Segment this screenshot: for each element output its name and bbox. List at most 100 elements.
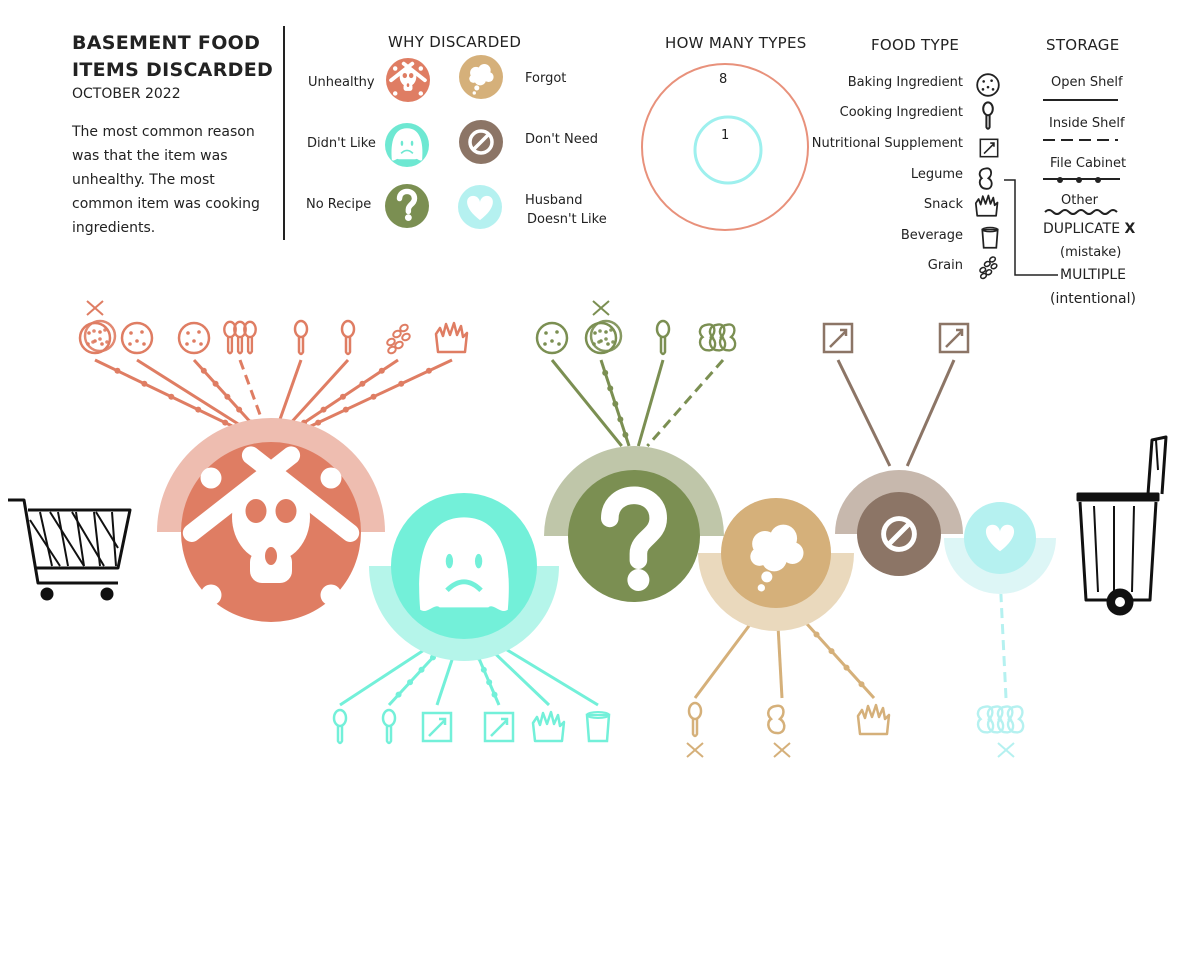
storage-dot — [339, 393, 346, 400]
storage-line-wavy — [1044, 209, 1118, 215]
food-label-snack: Snack — [923, 197, 963, 212]
food-item-supplement — [938, 322, 970, 354]
food-item-supplement — [822, 322, 854, 354]
cookie-icon — [976, 73, 1000, 97]
food-item-cookie — [78, 300, 117, 355]
food-item-snack — [434, 321, 469, 354]
duplicate-label: DUPLICATE X — [1043, 221, 1135, 237]
reason-circle — [568, 470, 700, 602]
storage-dot — [236, 406, 243, 413]
duplicate-note: (mistake) — [1060, 245, 1122, 260]
food-item-spoon — [336, 319, 358, 357]
storage-label-inside-shelf: Inside Shelf — [1049, 116, 1125, 131]
storage-dot — [813, 631, 820, 638]
multiple-note: (intentional) — [1050, 291, 1136, 307]
duplicate-x-icon — [86, 300, 104, 316]
storage-dot — [395, 691, 402, 698]
storage-dot — [858, 681, 865, 688]
food-item-spoon — [651, 319, 673, 357]
group-forgot — [683, 498, 891, 758]
storage-label-other: Other — [1061, 193, 1098, 208]
legend-reason-unhealthy — [386, 58, 430, 102]
item-connector — [636, 359, 665, 447]
food-item-spoon — [289, 319, 311, 357]
item-connector — [646, 359, 725, 447]
food-item-spoon — [377, 708, 399, 746]
bubble-chain — [78, 300, 1056, 758]
legend-reason-didnt-like — [385, 123, 429, 167]
food-item-cookie — [120, 321, 154, 355]
legend-label-forgot: Forgot — [525, 71, 567, 86]
food-label-baking: Baking Ingredient — [847, 75, 963, 90]
storage-dot — [370, 393, 377, 400]
food-item-spoon — [683, 701, 705, 758]
food-item-cookie — [584, 300, 623, 355]
item-connector — [238, 359, 268, 433]
food-item-legume — [976, 705, 1025, 758]
group-didnt-like — [328, 493, 611, 746]
legend-label-no-recipe: No Recipe — [306, 197, 372, 212]
storage-dot — [195, 406, 202, 413]
title-line-1: BASEMENT FOOD — [72, 32, 261, 54]
group-dont-need — [822, 322, 970, 576]
trash-can-icon — [1076, 435, 1168, 616]
cup-icon — [981, 226, 999, 249]
storage-dot — [843, 664, 850, 671]
duplicate-mark: X — [1124, 221, 1136, 237]
storage-dot — [486, 679, 493, 686]
food-label-cooking: Cooking Ingredient — [839, 105, 963, 120]
multiple-label: MULTIPLE — [1060, 267, 1126, 283]
storage-dot — [398, 380, 405, 387]
storage-dot — [418, 666, 425, 673]
how-many-types-header: HOW MANY TYPES — [665, 34, 807, 52]
legend-label-unhealthy: Unhealthy — [308, 75, 375, 90]
duplicate-x-icon — [997, 742, 1015, 758]
duplicate-x-icon — [686, 742, 704, 758]
legend-reason-husband — [458, 185, 502, 229]
food-label-beverage: Beverage — [900, 228, 963, 243]
item-connector — [999, 593, 1008, 699]
food-item-beverage — [585, 710, 611, 743]
bean-icon — [978, 167, 993, 190]
food-type-header: FOOD TYPE — [871, 36, 960, 54]
storage-dot — [617, 416, 624, 423]
page-title: BASEMENT FOOD ITEMS DISCARDED — [72, 30, 273, 84]
item-connector — [281, 358, 350, 434]
grain-icon — [978, 255, 999, 281]
storage-dot — [320, 406, 327, 413]
count-min-label: 1 — [721, 128, 730, 143]
chips-icon — [974, 194, 999, 217]
group-no-recipe — [535, 300, 737, 602]
food-item-spoon — [328, 708, 350, 746]
legend-label-husband: Husband — [525, 193, 583, 208]
food-label-grain: Grain — [927, 258, 963, 273]
legend-label-husband-2: Doesn't Like — [527, 212, 607, 227]
duplicate-x-icon — [592, 300, 610, 316]
storage-header: STORAGE — [1046, 36, 1120, 54]
why-discarded-header: WHY DISCARDED — [388, 33, 522, 51]
storage-dot — [224, 393, 231, 400]
storage-dot — [612, 400, 619, 407]
storage-dot — [141, 380, 148, 387]
legend-reason-no-recipe — [385, 184, 429, 228]
title-line-2: ITEMS DISCARDED — [72, 59, 274, 81]
legend-reason-forgot — [459, 55, 503, 99]
storage-dot — [602, 369, 609, 376]
count-max-label: 8 — [719, 72, 728, 87]
group-unhealthy — [78, 300, 469, 622]
food-item-legume — [767, 704, 791, 758]
storage-label-file-cabinet: File Cabinet — [1050, 156, 1127, 171]
storage-dot — [607, 385, 614, 392]
storage-dot — [425, 367, 432, 374]
storage-label-open-shelf: Open Shelf — [1051, 75, 1123, 90]
multiple-bracket — [1004, 179, 1058, 276]
summary-text: The most common reason was that the item… — [72, 124, 260, 236]
storage-dot — [491, 691, 498, 698]
count-circle-max — [641, 63, 809, 231]
storage-dot — [212, 380, 219, 387]
food-item-cookie — [535, 321, 569, 355]
item-connector — [905, 359, 956, 467]
food-item-snack — [531, 710, 566, 743]
storage-dot — [407, 679, 414, 686]
